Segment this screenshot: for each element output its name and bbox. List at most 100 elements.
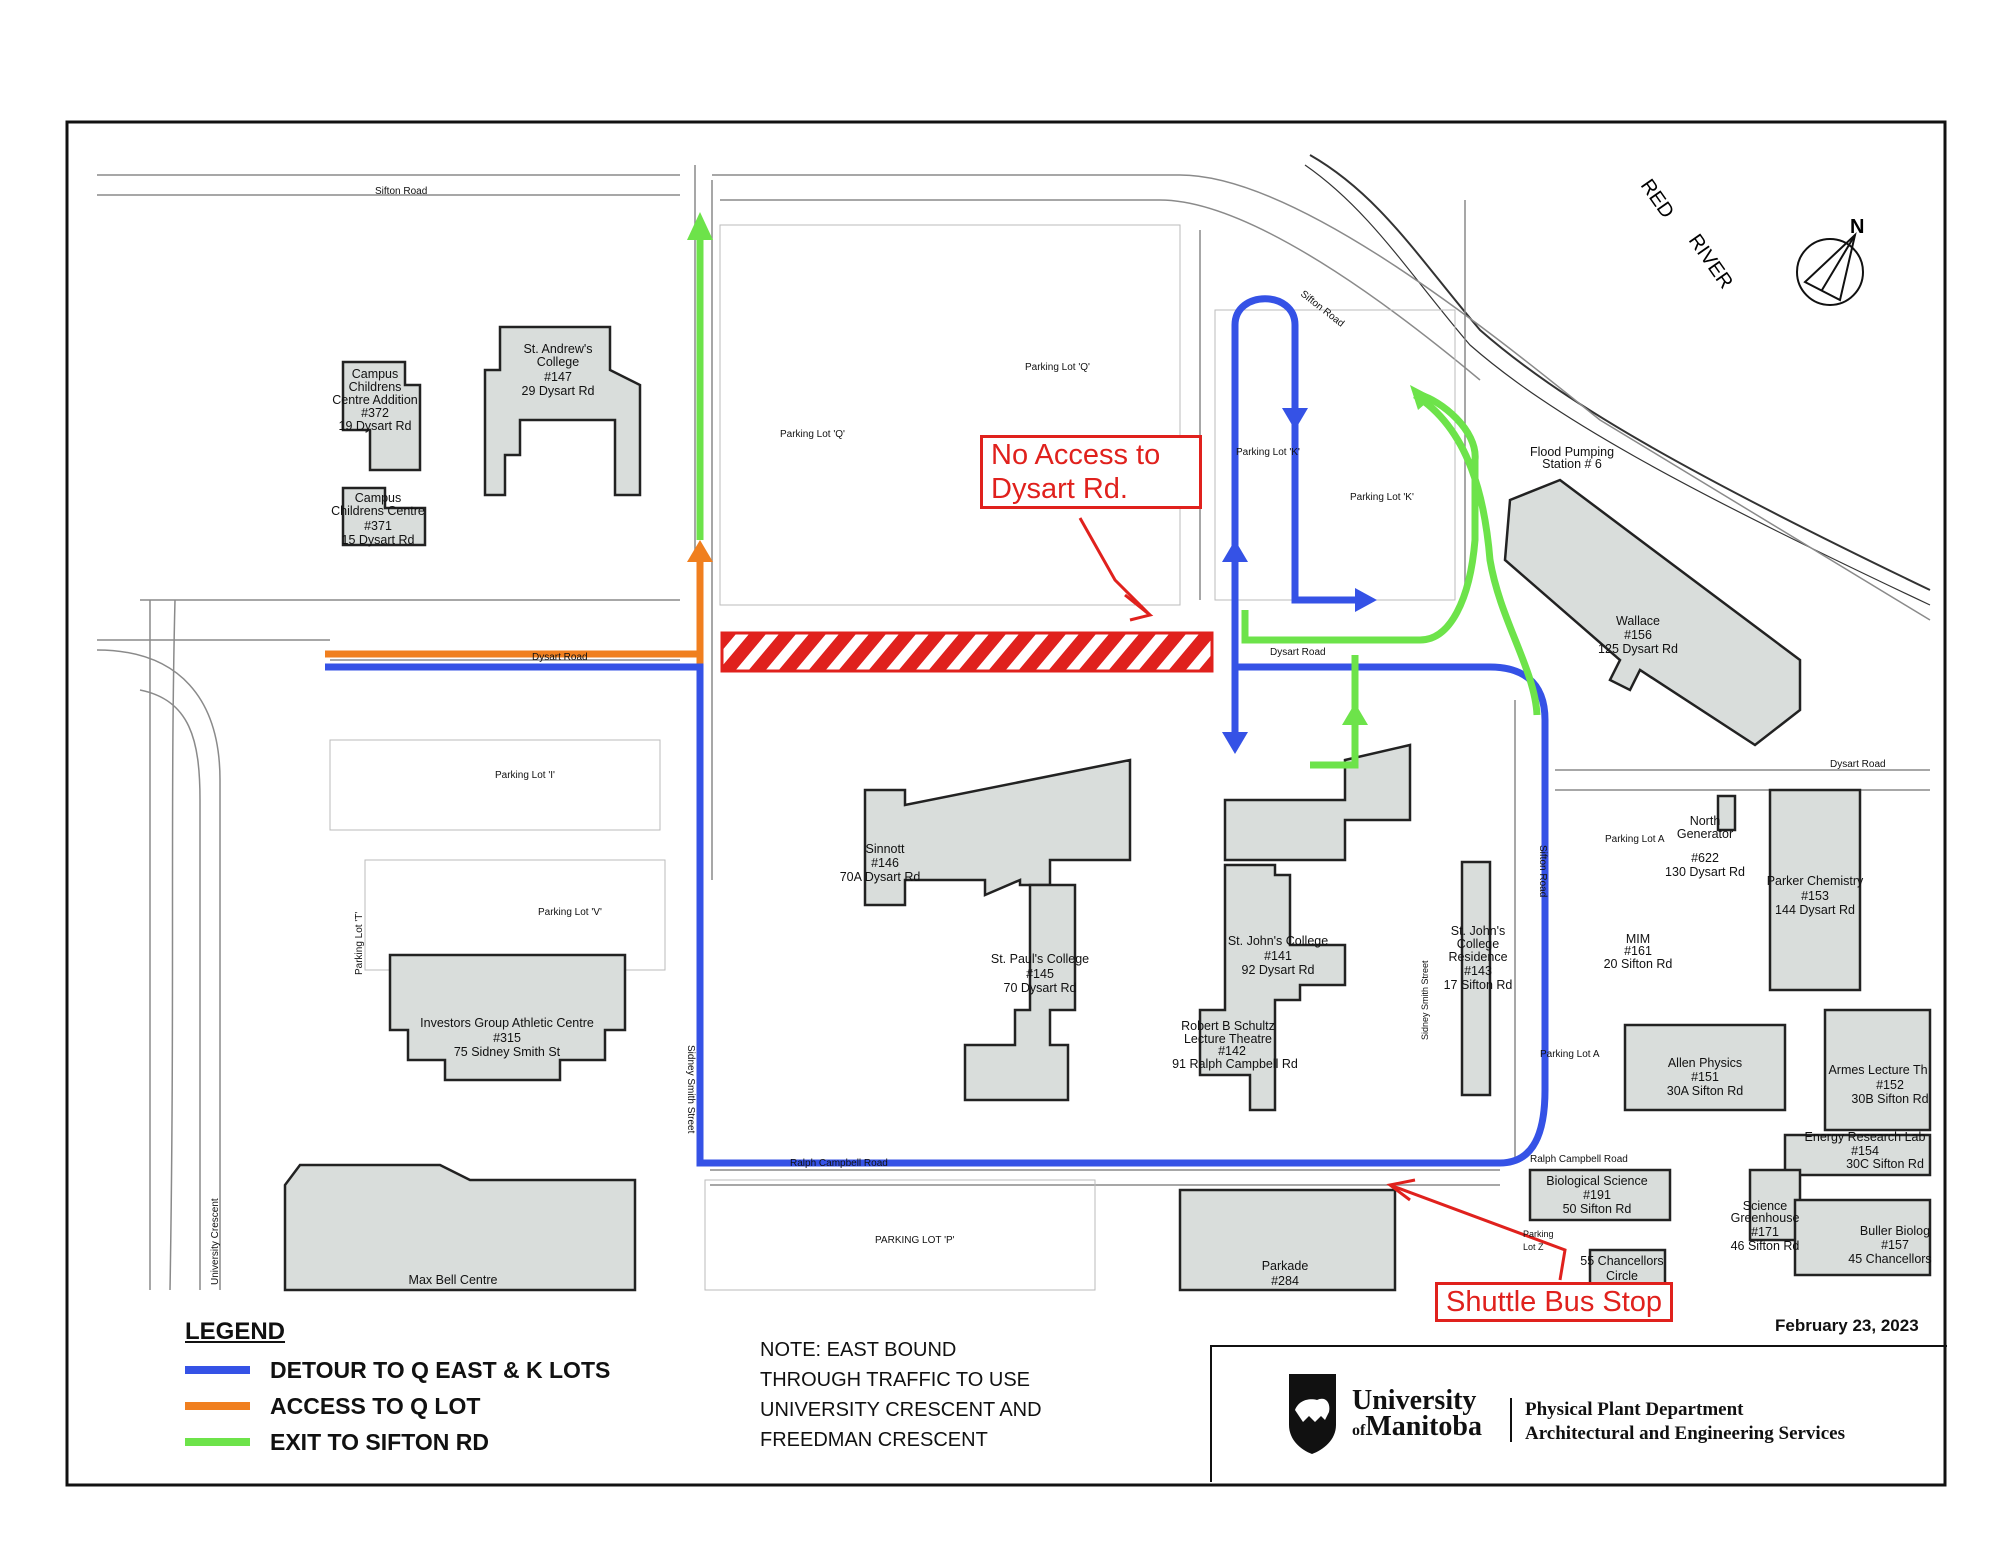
legend-swatch-exit (185, 1438, 250, 1446)
label-greenhouse-4: 46 Sifton Rd (1731, 1239, 1800, 1253)
building-parkade (1178, 1188, 1397, 1292)
legend-label-access: ACCESS TO Q LOT (270, 1392, 481, 1419)
building-armes (1823, 1008, 1932, 1132)
label-st-pauls-1: St. Paul's College (991, 952, 1089, 966)
lot-i: Parking Lot 'I' (495, 770, 555, 781)
building-ccc-addition (341, 360, 422, 472)
red-river (1304, 154, 1931, 606)
road-university-crescent: University Crescent (210, 1198, 221, 1285)
building-st-johns (1198, 863, 1347, 1112)
label-armes-3: 30B Sifton Rd (1851, 1092, 1928, 1106)
building-sjc-residence (1460, 860, 1492, 1097)
road-sifton-top: Sifton Road (375, 186, 427, 197)
lot-a2: Parking Lot A (1540, 1049, 1600, 1060)
label-mim-1: MIM (1626, 932, 1650, 946)
building-st-johns-north (1223, 743, 1412, 862)
label-wallace-1: Wallace (1616, 614, 1660, 628)
university-manitoba: Manitoba (1365, 1411, 1483, 1442)
building-investors (388, 953, 627, 1082)
label-ccc-4: 15 Dysart Rd (342, 533, 415, 547)
university-word: University (1352, 1385, 1477, 1416)
label-sjc-res-1: St. John's (1451, 924, 1506, 938)
label-ccc-addition-3: Centre Addition (332, 393, 418, 407)
label-parker-1: Parker Chemistry (1767, 874, 1864, 888)
label-allen-1: Allen Physics (1668, 1056, 1742, 1070)
label-ccc-2: Childrens Centre (331, 504, 425, 518)
label-st-johns-1: St. John's College (1228, 934, 1328, 948)
university-of: of (1352, 1422, 1366, 1439)
label-st-andrews-4: 29 Dysart Rd (522, 384, 595, 398)
label-flood-2: Station # 6 (1542, 457, 1602, 471)
label-parkade-1: Parkade (1262, 1259, 1309, 1273)
label-allen-2: #151 (1691, 1070, 1719, 1084)
lot-v: Parking Lot 'V' (538, 907, 602, 918)
label-chancellors-2: Circle (1606, 1269, 1638, 1283)
road-dysart-center: Dysart Road (1270, 647, 1326, 658)
road-ralph-campbell-east: Ralph Campbell Road (1530, 1154, 1628, 1165)
label-ccc-addition-5: 19 Dysart Rd (339, 419, 412, 433)
label-st-pauls-2: #145 (1026, 967, 1054, 981)
label-buller-1: Buller Biolog (1860, 1224, 1930, 1238)
label-energy-1: Energy Research Lab (1805, 1130, 1926, 1144)
legend-item-detour: DETOUR TO Q EAST & K LOTS (185, 1355, 610, 1385)
label-investors-3: 75 Sidney Smith St (454, 1045, 561, 1059)
label-chancellors-1: 55 Chancellors (1580, 1254, 1663, 1268)
label-buller-2: #157 (1881, 1238, 1909, 1252)
label-ccc-3: #371 (364, 519, 392, 533)
label-armes-2: #152 (1876, 1078, 1904, 1092)
label-wallace-3: 125 Dysart Rd (1598, 642, 1678, 656)
green-arrow-heads (687, 212, 1433, 725)
label-parker-2: #153 (1801, 889, 1829, 903)
label-st-andrews-1: St. Andrew's (523, 342, 592, 356)
label-buller-3: 45 Chancellors (1848, 1252, 1931, 1266)
label-parker-3: 144 Dysart Rd (1775, 903, 1855, 917)
building-sinnott (863, 758, 1132, 907)
label-st-johns-3: 92 Dysart Rd (1242, 963, 1315, 977)
building-parker (1768, 788, 1862, 992)
label-wallace-2: #156 (1624, 628, 1652, 642)
road-dysart-east: Dysart Road (1830, 759, 1886, 770)
building-ccc (341, 486, 427, 547)
lot-t: Parking Lot 'T' (354, 912, 365, 975)
label-ccc-addition-2: Childrens (349, 380, 402, 394)
lot-q2: Parking Lot 'Q' (1025, 362, 1090, 373)
building-north-gen (1716, 794, 1737, 832)
compass-label: N (1850, 216, 1864, 238)
road-ralph-campbell: Ralph Campbell Road (790, 1158, 888, 1169)
traffic-note: NOTE: EAST BOUND THROUGH TRAFFIC TO USE … (760, 1335, 1100, 1455)
note-line-2: THROUGH TRAFFIC TO USE (760, 1369, 1031, 1391)
building-max-bell (283, 1163, 637, 1292)
label-schultz-3: #142 (1218, 1044, 1246, 1058)
lot-k1: Parking Lot 'K' (1236, 447, 1300, 458)
legend-item-access: ACCESS TO Q LOT (185, 1391, 480, 1421)
label-sinnott-1: Sinnott (866, 842, 905, 856)
label-north-gen-1: North (1690, 814, 1721, 828)
label-energy-2: #154 (1851, 1144, 1879, 1158)
label-schultz-1: Robert B Schultz (1181, 1019, 1275, 1033)
dept-line-2: Architectural and Engineering Services (1525, 1423, 1845, 1444)
label-max-bell: Max Bell Centre (409, 1273, 498, 1287)
label-schultz-2: Lecture Theatre (1184, 1032, 1272, 1046)
exit-route-green (696, 240, 1541, 769)
label-st-andrews-2: College (537, 355, 579, 369)
road-outlines (96, 165, 1931, 1291)
label-st-pauls-3: 70 Dysart Rd (1004, 981, 1077, 995)
road-sidney-smith-2: Sidney Smith Street (1420, 960, 1430, 1040)
label-greenhouse-3: #171 (1751, 1225, 1779, 1239)
building-st-andrews (483, 325, 642, 497)
road-dysart-west: Dysart Road (532, 652, 588, 663)
map-date: February 23, 2023 (1775, 1316, 1919, 1335)
lot-z1: Parking (1523, 1229, 1554, 1239)
building-bio-sci (1528, 1168, 1672, 1222)
north-arrow-icon (1796, 232, 1864, 306)
label-sjc-res-2: College (1457, 937, 1499, 951)
logo-separator (1510, 1398, 1512, 1442)
building-energy (1783, 1133, 1932, 1177)
orange-arrow-head (687, 540, 713, 562)
university-name: University ofManitoba (1352, 1385, 1483, 1444)
no-access-line-2: Dysart Rd. (991, 473, 1128, 505)
lot-a1: Parking Lot A (1605, 834, 1665, 845)
legend-label-exit: EXIT TO SIFTON RD (270, 1428, 489, 1455)
label-sinnott-3: 70A Dysart Rd (840, 870, 921, 884)
